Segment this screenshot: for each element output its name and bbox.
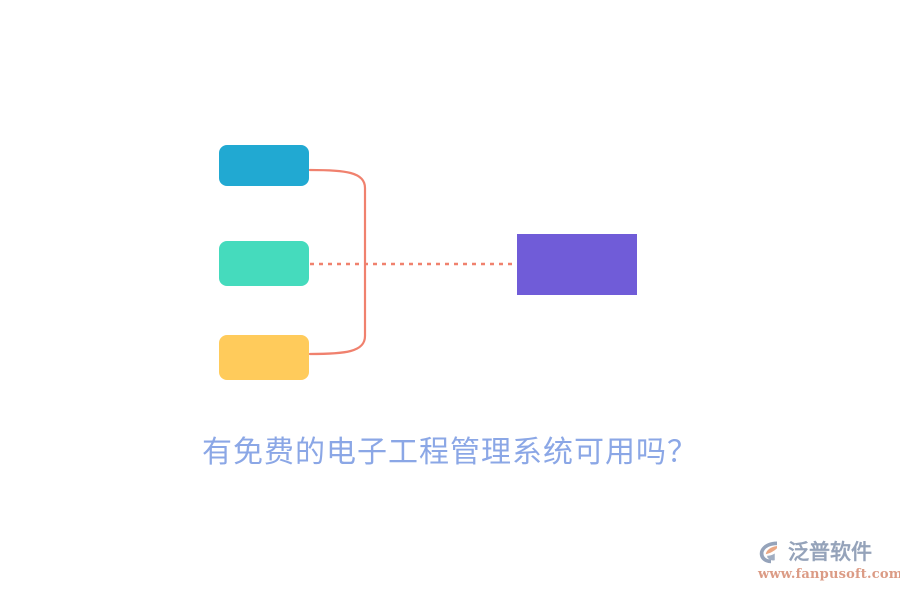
diagram-connectors	[308, 168, 517, 356]
diagram-node-green[interactable]	[219, 241, 309, 286]
watermark-brand-text: 泛普软件	[788, 540, 872, 564]
watermark: 泛普软件 www.fanpusoft.com	[756, 536, 900, 592]
diagram-node-blue[interactable]	[219, 145, 309, 186]
watermark-brand-row: 泛普软件	[756, 536, 886, 568]
relationship-diagram	[219, 145, 637, 380]
diagram-node-yellow[interactable]	[219, 335, 309, 380]
fanpu-logo-icon	[759, 541, 777, 564]
page-caption: 有免费的电子工程管理系统可用吗？	[202, 435, 698, 470]
connector-bracket-solid	[308, 168, 367, 356]
diagram-node-purple[interactable]	[517, 234, 637, 295]
watermark-url-text: www.fanpusoft.com	[758, 567, 900, 582]
